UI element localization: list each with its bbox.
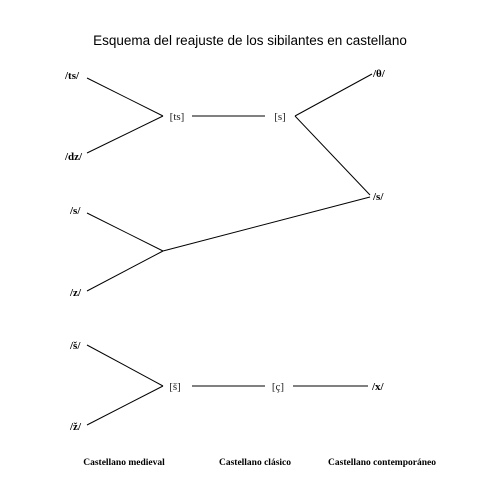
node-ts-medieval: /ts/ [64,70,80,82]
node-x-modern: /x/ [371,381,385,393]
line-sh-to-sh-mid [86,344,164,387]
line-dz-to-ts-mid [86,115,164,154]
line-s-clasico-to-theta [294,73,373,117]
node-s-medieval: /s/ [69,205,81,217]
node-sh-intermediate: [š] [169,381,181,393]
line-s-med-to-merge [86,212,164,252]
line-s-clasico-to-s-modern [294,115,371,196]
line-zh-to-sh-mid [86,385,164,426]
line-ts-to-ts-mid [86,77,164,117]
node-zh-medieval: /ž/ [69,421,82,433]
column-label-contemporaneo: Castellano contemporáneo [328,458,436,468]
column-label-clasico: Castellano clásico [219,458,291,468]
node-theta-modern: /θ/ [372,68,386,80]
line-z-med-to-merge [86,250,164,292]
node-dz-medieval: /dz/ [64,151,83,163]
line-merge-to-s-modern [162,196,371,252]
node-s-modern: /s/ [372,191,384,203]
connector-lines [86,73,373,426]
column-label-medieval: Castellano medieval [83,458,165,468]
node-c-clasico: [ç] [272,381,284,393]
node-z-medieval: /z/ [69,287,82,299]
node-sh-medieval: /š/ [69,340,81,352]
diagram-title: Esquema del reajuste de los sibilantes e… [93,33,407,48]
node-s-clasico: [s] [274,111,286,123]
node-ts-intermediate: [ts] [170,111,185,123]
